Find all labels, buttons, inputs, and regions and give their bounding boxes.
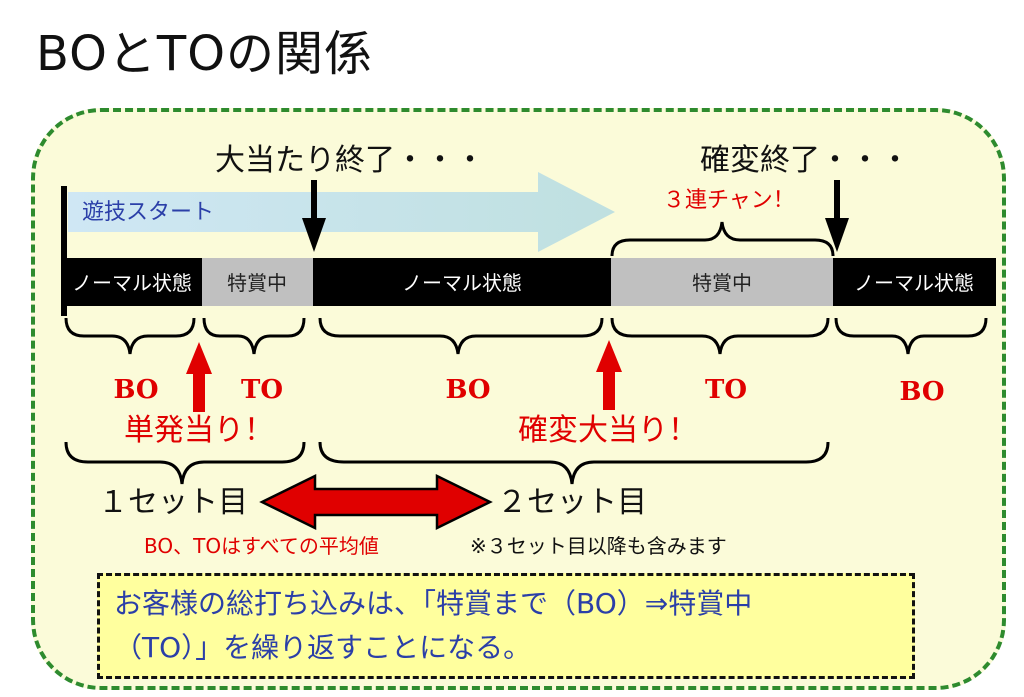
set-1-brace: [64, 441, 306, 485]
set-1-label: １セット目: [98, 485, 248, 520]
summary-line-1: お客様の総打ち込みは、「特賞まで（BO）⇒特賞中: [114, 587, 753, 620]
segment-normal-1: [62, 258, 202, 306]
brace-to-2: [610, 317, 830, 355]
phase-label-bo-3: BO: [899, 377, 944, 407]
segment-label-normal-1: ノーマル状態: [72, 271, 192, 295]
phase-label-bo-2: BO: [445, 375, 490, 405]
start-line: [61, 186, 67, 316]
summary-note: お客様の総打ち込みは、「特賞まで（BO）⇒特賞中 （TO）」を繰り返すことになる…: [97, 573, 915, 679]
phase-label-bo-1: BO: [113, 375, 158, 405]
segment-label-normal-2: ノーマル状態: [402, 271, 522, 295]
single-hit-arrow: [186, 342, 212, 412]
brace-bo-1: [64, 317, 196, 355]
brace-bo-2: [318, 317, 604, 355]
page-title: BOとTOの関係: [36, 26, 373, 82]
segment-special-1: [202, 258, 313, 306]
single-hit-label: 単発当り！: [124, 413, 274, 448]
kakuhen-hit-label: 確変大当り！: [518, 413, 698, 448]
timeline-bar: [62, 258, 996, 306]
segment-label-normal-3: ノーマル状態: [854, 271, 974, 295]
summary-line-2: （TO）」を繰り返すことになる。: [114, 631, 532, 664]
phase-label-to-1: TO: [241, 375, 283, 405]
segment-normal-3: [833, 258, 996, 306]
jackpot-end-arrow: [302, 180, 326, 252]
phase-label-to-2: TO: [705, 375, 747, 405]
double-arrow: [259, 473, 493, 531]
set-2-label: ２セット目: [497, 485, 647, 520]
segment-normal-2: [313, 258, 611, 306]
set-2-brace: [318, 441, 830, 485]
streak-brace: [610, 221, 835, 257]
brace-to-1: [202, 317, 306, 355]
kakuhen-end-label: 確変終了・・・: [700, 143, 910, 178]
segment-special-2: [611, 258, 833, 306]
jackpot-end-label: 大当たり終了・・・: [215, 143, 485, 178]
kakuhen-end-arrow: [825, 180, 849, 252]
play-start-arrow: [68, 172, 615, 252]
segment-label-special-1: 特賞中: [227, 271, 287, 295]
set3-note: ※３セット目以降も含みます: [470, 534, 727, 558]
play-start-label: 遊技スタート: [82, 200, 214, 225]
average-note: BO、TOはすべての平均値: [144, 534, 379, 558]
streak-label: ３連チャン！: [663, 188, 795, 213]
brace-bo-3: [834, 317, 988, 355]
kakuhen-hit-arrow: [596, 340, 622, 410]
segment-label-special-2: 特賞中: [692, 271, 752, 295]
